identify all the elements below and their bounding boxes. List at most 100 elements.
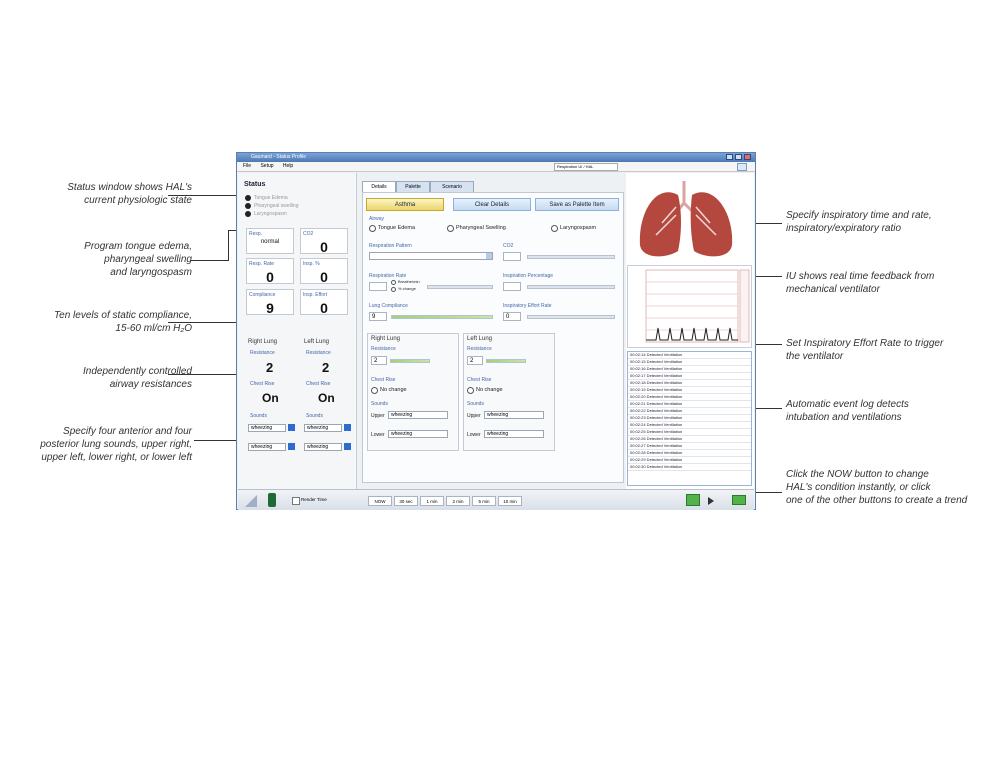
save-palette-button[interactable]: Save as Palette Item <box>535 198 619 211</box>
insp-pct-slider[interactable] <box>527 285 615 289</box>
box-label: Resp. <box>249 231 263 237</box>
right-lower-sound-select[interactable]: wheezing <box>388 430 448 438</box>
left-upper-sound-select[interactable]: wheezing <box>484 411 544 419</box>
lung-compliance-field[interactable]: 9 <box>369 312 387 321</box>
log-row: 00:02:29 Detected Ventilation <box>628 457 751 464</box>
box-value: 9 <box>266 300 274 316</box>
render-time-checkbox[interactable] <box>292 497 300 505</box>
waveform-chart <box>645 269 750 343</box>
status-box-compliance: Compliance 9 <box>246 289 294 316</box>
tab-details[interactable]: Details <box>362 181 396 192</box>
left-resistance-field[interactable]: 2 <box>467 356 483 365</box>
lung-compliance-slider[interactable] <box>391 315 493 319</box>
lung-icon <box>344 424 351 431</box>
log-row: 00:02:26 Detected Ventilation <box>628 436 751 443</box>
no-change-label: No change <box>380 387 407 393</box>
details-panel: Asthma Clear Details Save as Palette Ite… <box>362 192 624 483</box>
status-title: Status <box>244 181 266 188</box>
left-lower-sound-select[interactable]: wheezing <box>484 430 544 438</box>
box-value: 0 <box>320 300 328 316</box>
insp-pct-label: Inspiration Percentage <box>503 273 554 279</box>
leader-line <box>228 230 229 261</box>
apply-button[interactable] <box>686 494 700 506</box>
sound-select[interactable]: wheezing <box>304 424 342 432</box>
minimize-button[interactable] <box>726 154 733 160</box>
co2-slider[interactable] <box>527 255 615 259</box>
pct-change-radio[interactable] <box>391 287 396 292</box>
box-value: 0 <box>320 269 328 285</box>
clear-details-button[interactable]: Clear Details <box>453 198 531 211</box>
play-icon[interactable] <box>708 497 714 505</box>
resistance-label: Resistance <box>306 350 331 356</box>
log-row: 00:02:19 Detected Ventilation <box>628 387 751 394</box>
trend-30s-button[interactable]: 30 sec <box>394 496 418 506</box>
profile-select[interactable]: Respiration UI / HAL <box>554 163 618 171</box>
right-upper-sound-select[interactable]: wheezing <box>388 411 448 419</box>
right-resistance-field[interactable]: 2 <box>371 356 387 365</box>
close-button[interactable] <box>744 154 751 160</box>
box-label: Compliance <box>249 292 276 298</box>
connection-icon[interactable] <box>732 495 746 505</box>
trend-2min-button[interactable]: 2 min <box>446 496 470 506</box>
now-button[interactable]: NOW <box>368 496 392 506</box>
render-time-label: Render Time <box>301 497 327 502</box>
box-label: Insp. % <box>303 261 320 267</box>
box-label: CO2 <box>303 231 314 237</box>
resp-rate-slider[interactable] <box>427 285 493 289</box>
insp-pct-field[interactable] <box>503 282 521 291</box>
tab-scenario[interactable]: Scenario <box>430 181 474 192</box>
sound-select[interactable]: wheezing <box>248 424 286 432</box>
menu-help[interactable]: Help <box>282 163 294 169</box>
maximize-button[interactable] <box>735 154 742 160</box>
right-chest-rise-radio[interactable] <box>371 387 378 394</box>
co2-label: CO2 <box>503 243 514 249</box>
trend-bar: Render Time NOW 30 sec 1 min 2 min 5 min… <box>238 489 754 510</box>
upper-label: Upper <box>467 413 481 419</box>
event-log[interactable]: 00:02:14 Detected Ventilation 00:02:15 D… <box>627 351 752 486</box>
menu-file[interactable]: File <box>243 163 252 169</box>
resp-pattern-select[interactable] <box>369 252 493 260</box>
signal-icon <box>245 495 257 507</box>
resistance-label: Resistance <box>371 346 396 352</box>
mannequin-icon[interactable] <box>268 493 276 507</box>
trend-5min-button[interactable]: 5 min <box>472 496 496 506</box>
view-icon[interactable] <box>737 163 747 171</box>
tongue-edema-radio[interactable] <box>369 225 376 232</box>
lung-icon <box>344 443 351 450</box>
breaths-per-min-label: Breathe/min <box>398 279 420 284</box>
laryngospasm-radio[interactable] <box>551 225 558 232</box>
sound-select[interactable]: wheezing <box>248 443 286 451</box>
annotation-tongue-edema: Program tongue edema,pharyngeal swelling… <box>84 241 192 278</box>
right-resistance-slider[interactable] <box>390 359 430 363</box>
pharyngeal-swelling-radio[interactable] <box>447 225 454 232</box>
breaths-per-min-radio[interactable] <box>391 280 396 285</box>
log-row: 00:02:18 Detected Ventilation <box>628 380 751 387</box>
pharyngeal-swelling-label: Pharyngeal Swelling <box>456 225 506 231</box>
box-value: 0 <box>266 269 274 285</box>
status-panel: Status Tongue Edema Pharyngeal swelling … <box>238 173 357 489</box>
resistance-label: Resistance <box>467 346 492 352</box>
leader-line <box>168 195 248 196</box>
menu-setup[interactable]: Setup <box>260 163 274 169</box>
log-row: 00:02:20 Detected Ventilation <box>628 394 751 401</box>
status-box-co2: CO2 0 <box>300 228 348 255</box>
co2-field[interactable] <box>503 252 521 261</box>
title-bar: Gaumard - Status Profile <box>237 153 755 162</box>
tab-palette[interactable]: Palette <box>396 181 430 192</box>
insp-effort-slider[interactable] <box>527 315 615 319</box>
status-box-resp: Resp. normal <box>246 228 294 254</box>
asthma-button[interactable]: Asthma <box>366 198 444 211</box>
log-row: 00:02:25 Detected Ventilation <box>628 429 751 436</box>
lungs-icon <box>639 181 733 257</box>
left-chest-rise-radio[interactable] <box>467 387 474 394</box>
resp-rate-field[interactable] <box>369 282 387 291</box>
sounds-label: Sounds <box>250 413 267 419</box>
trend-1min-button[interactable]: 1 min <box>420 496 444 506</box>
log-row: 00:02:17 Detected Ventilation <box>628 373 751 380</box>
trend-10min-button[interactable]: 10 min <box>498 496 522 506</box>
sound-select[interactable]: wheezing <box>304 443 342 451</box>
insp-effort-field[interactable]: 0 <box>503 312 521 321</box>
left-resistance-slider[interactable] <box>486 359 526 363</box>
